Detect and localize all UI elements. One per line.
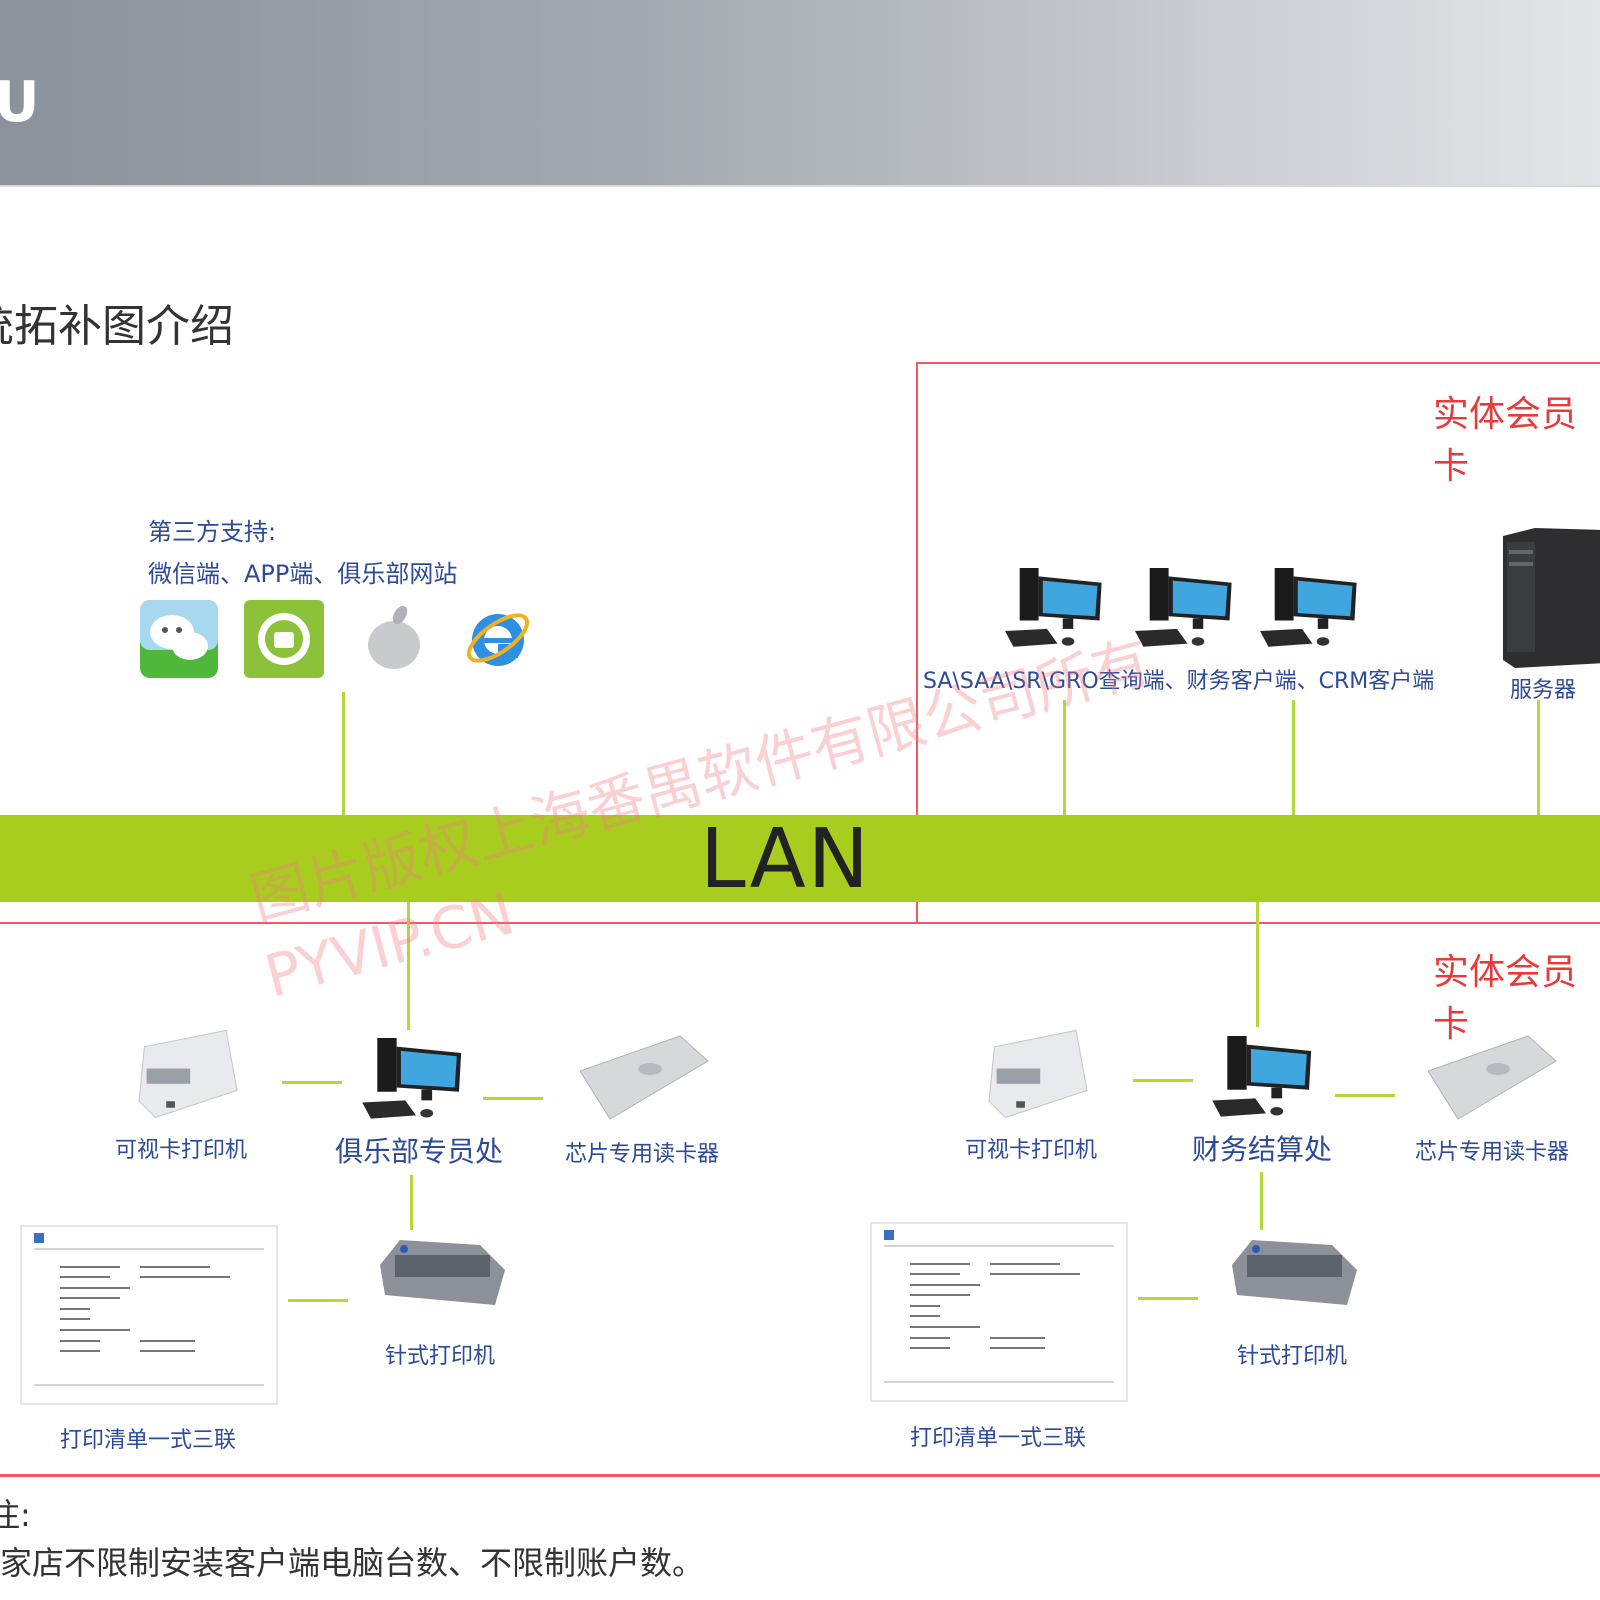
zone-label-bottom: 实体会员卡 bbox=[1433, 952, 1578, 1045]
link-third-party bbox=[342, 692, 345, 815]
lan-bar bbox=[0, 815, 1600, 902]
card-reader-icon bbox=[580, 1030, 710, 1122]
lan-label: LAN bbox=[700, 812, 872, 907]
link-right-reader bbox=[1335, 1094, 1395, 1097]
left-reader-label: 芯片专用读卡器 bbox=[565, 1142, 720, 1167]
link-left-dot-printer bbox=[410, 1175, 413, 1230]
clients-label: SA\SAA\SR\GRO查询端、财务客户端、CRM客户端 bbox=[923, 669, 1435, 694]
page-title: 统拓补图介绍 bbox=[0, 301, 234, 352]
wechat-icon bbox=[140, 600, 218, 678]
left-station-label: 俱乐部专员处 bbox=[335, 1135, 504, 1168]
right-dot-printer-label: 针式打印机 bbox=[1237, 1344, 1348, 1369]
zone-label-top: 实体会员卡 bbox=[1433, 394, 1578, 487]
card-printer-icon bbox=[983, 1025, 1093, 1123]
link-client-3 bbox=[1292, 700, 1295, 815]
apple-icon bbox=[368, 605, 420, 669]
zone-border-left bbox=[916, 362, 918, 924]
link-right-receipt bbox=[1138, 1297, 1198, 1300]
link-left-card-printer bbox=[282, 1081, 342, 1084]
header-banner bbox=[0, 0, 1600, 187]
receipt-icon bbox=[870, 1222, 1128, 1402]
link-left-station bbox=[407, 902, 410, 1030]
link-client-1 bbox=[1063, 700, 1066, 815]
right-receipt-label: 打印清单一式三联 bbox=[910, 1426, 1087, 1451]
right-reader-label: 芯片专用读卡器 bbox=[1415, 1140, 1570, 1165]
link-server bbox=[1537, 700, 1540, 815]
left-dot-printer-label: 针式打印机 bbox=[385, 1344, 496, 1369]
right-card-printer-label: 可视卡打印机 bbox=[965, 1138, 1098, 1163]
link-left-reader bbox=[483, 1097, 543, 1100]
server-icon bbox=[1503, 528, 1600, 668]
card-printer-icon bbox=[133, 1025, 243, 1123]
client-pc-icon bbox=[1005, 568, 1110, 652]
client-pc-icon bbox=[1135, 568, 1240, 652]
zone-border-middle bbox=[0, 922, 1600, 924]
link-left-receipt bbox=[288, 1299, 348, 1302]
left-receipt-label: 打印清单一式三联 bbox=[60, 1428, 237, 1453]
station-pc-icon bbox=[362, 1038, 470, 1124]
dot-matrix-printer-icon bbox=[380, 1235, 510, 1315]
internet-explorer-icon bbox=[467, 613, 529, 666]
station-pc-icon bbox=[1212, 1036, 1320, 1122]
note-text: 家店不限制安装客户端电脑台数、不限制账户数。 bbox=[0, 1544, 705, 1582]
server-label: 服务器 bbox=[1510, 678, 1577, 703]
header-letter: U bbox=[0, 70, 40, 135]
dot-matrix-printer-icon bbox=[1232, 1235, 1362, 1315]
link-right-dot-printer bbox=[1260, 1172, 1263, 1230]
right-station-label: 财务结算处 bbox=[1192, 1133, 1333, 1166]
zone-border-top bbox=[917, 362, 1600, 364]
link-right-station bbox=[1256, 902, 1259, 1027]
third-party-heading: 第三方支持: bbox=[148, 518, 277, 546]
link-right-card-printer bbox=[1133, 1079, 1193, 1082]
card-reader-icon bbox=[1428, 1030, 1558, 1122]
left-card-printer-label: 可视卡打印机 bbox=[115, 1138, 248, 1163]
zone-border-bottom bbox=[0, 1474, 1600, 1477]
third-party-items: 微信端、APP端、俱乐部网站 bbox=[148, 560, 458, 588]
client-pc-icon bbox=[1260, 568, 1365, 652]
android-icon bbox=[244, 600, 324, 678]
note-heading: 注: bbox=[0, 1496, 31, 1534]
receipt-icon bbox=[20, 1225, 278, 1405]
